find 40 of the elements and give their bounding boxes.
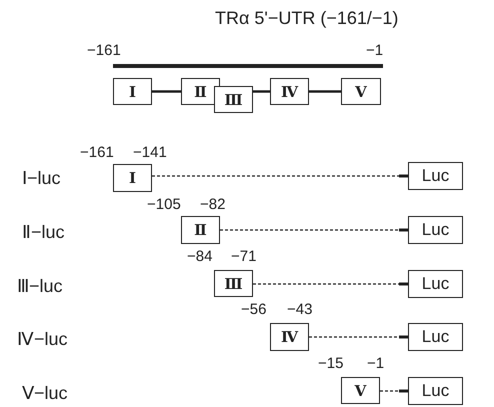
region-box: Ⅰ	[113, 78, 152, 105]
region-box: Ⅰ	[113, 164, 152, 192]
reporter-box: Luc	[408, 216, 463, 244]
region-box: Ⅴ	[341, 78, 381, 105]
position-number: −71	[231, 249, 256, 265]
dashed-connector	[220, 228, 410, 232]
construct-label: Ⅳ−luc	[17, 329, 68, 349]
construct-label: Ⅴ−luc	[22, 383, 68, 403]
connector-line	[152, 90, 181, 93]
dashed-connector	[309, 336, 410, 338]
position-number: −82	[200, 197, 226, 213]
connector-line	[309, 90, 341, 93]
region-box: Ⅲ	[214, 270, 253, 297]
construct-label: Ⅲ−luc	[17, 276, 63, 296]
region-box: Ⅱ	[181, 216, 220, 244]
dashed-connector	[380, 390, 410, 392]
position-number: −141	[133, 145, 167, 161]
position-number: −161	[87, 43, 121, 59]
title: TRα 5'−UTR (−161/−1)	[215, 8, 398, 29]
position-number: −56	[241, 302, 266, 318]
position-number: −15	[318, 356, 344, 372]
reporter-box: Luc	[408, 162, 463, 190]
connector-line	[253, 90, 270, 93]
position-number: −161	[80, 145, 114, 161]
dashed-connector	[152, 174, 410, 178]
reporter-box: Luc	[408, 323, 463, 351]
position-number: −105	[147, 197, 181, 213]
reporter-box: Luc	[408, 377, 463, 405]
construct-label: Ⅱ−luc	[22, 222, 65, 242]
region-box: Ⅴ	[341, 377, 380, 404]
region-box: Ⅳ	[270, 323, 309, 351]
position-number: −43	[287, 302, 312, 318]
region-box: Ⅲ	[214, 86, 253, 113]
construct-label: Ⅰ−luc	[22, 168, 61, 188]
position-number: −1	[367, 356, 384, 372]
reporter-box: Luc	[408, 270, 463, 298]
position-number: −1	[366, 43, 384, 59]
region-box: Ⅳ	[270, 78, 309, 105]
position-number: −84	[187, 249, 212, 265]
dashed-connector	[253, 282, 410, 286]
